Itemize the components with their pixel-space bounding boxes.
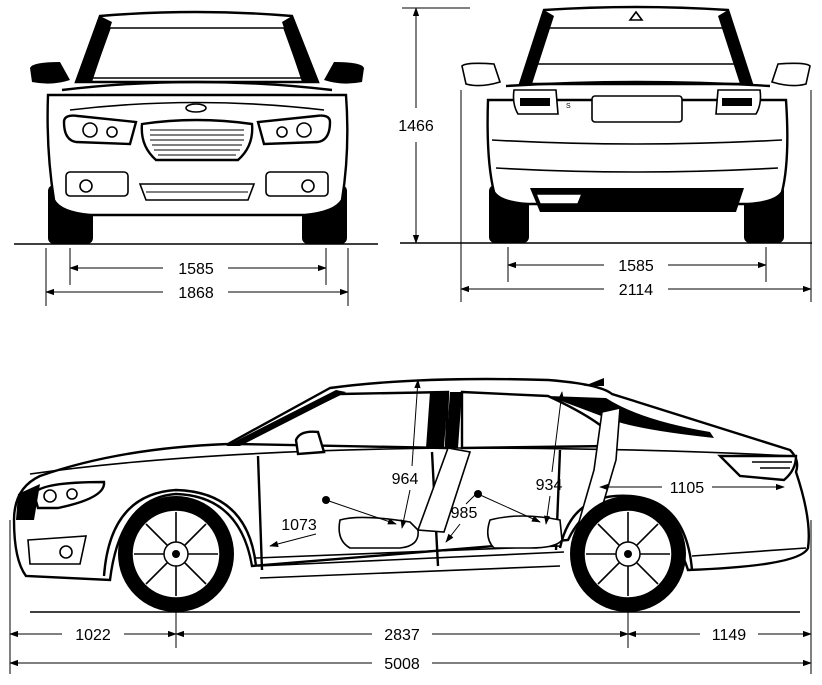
height-label: 1466 (398, 118, 434, 135)
rear-legroom-label: 985 (451, 505, 478, 522)
overall-length-label: 5008 (384, 656, 420, 673)
front-wheel (118, 496, 234, 612)
rear-track-dimension: 1585 (507, 247, 767, 282)
side-view-car (12, 377, 810, 613)
rear-headroom-dimension: 934 (536, 391, 565, 525)
rear-overhang-dimension: 1149 (627, 627, 812, 644)
side-extension-lines (9, 520, 812, 674)
front-headroom-dimension: 964 (392, 379, 421, 529)
trunk-length-dimension: 1105 (599, 480, 785, 497)
front-overhang-label: 1022 (75, 627, 111, 644)
rear-legroom-dimension: 985 (445, 490, 541, 543)
rear-view-car: S (400, 5, 812, 244)
front-width-label: 1868 (178, 285, 214, 302)
front-legroom-label: 1073 (281, 517, 317, 534)
front-legroom-dimension: 1073 (269, 496, 397, 548)
front-track-dimension: 1585 (69, 248, 327, 285)
height-dimension: 1466 (398, 7, 470, 244)
rear-wheel (570, 496, 686, 612)
front-headroom-label: 964 (392, 471, 419, 488)
front-view-car (14, 10, 378, 245)
wheelbase-label: 2837 (384, 627, 420, 644)
front-track-label: 1585 (178, 261, 214, 278)
rear-overhang-label: 1149 (712, 627, 747, 644)
front-overhang-dimension: 1022 (9, 627, 177, 644)
wheelbase-dimension: 2837 (175, 627, 629, 644)
front-width-dimension: 1868 (45, 248, 349, 306)
rear-track-label: 1585 (618, 258, 654, 275)
rear-width-label: 2114 (619, 282, 654, 299)
overall-length-dimension: 5008 (9, 656, 812, 673)
rear-width-dimension: 2114 (460, 90, 812, 302)
trunk-length-label: 1105 (670, 480, 705, 497)
rear-headroom-label: 934 (536, 477, 563, 494)
svg-text:S: S (566, 103, 571, 110)
